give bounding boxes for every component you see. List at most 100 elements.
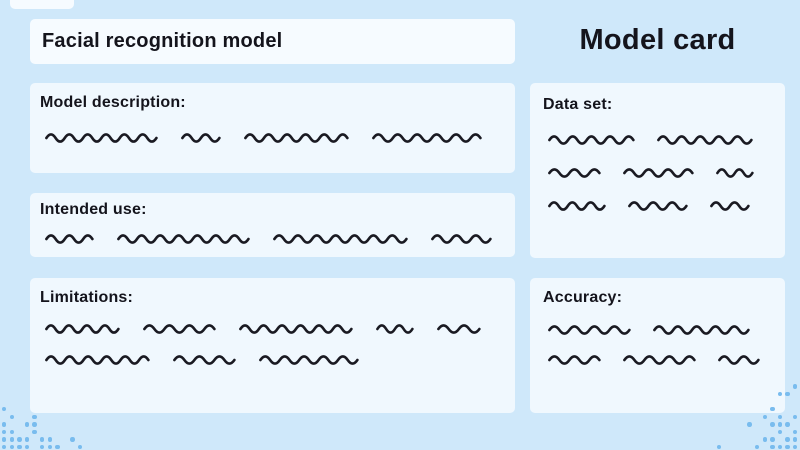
decor-dot <box>785 422 790 427</box>
squiggle-line <box>45 234 94 244</box>
decor-dot <box>777 414 783 419</box>
decor-dot <box>793 384 798 389</box>
decor-dot <box>755 445 760 450</box>
intended-use-label: Intended use: <box>40 201 147 218</box>
squiggle-line <box>716 168 754 178</box>
squiggle-line <box>244 133 349 143</box>
squiggle-line <box>45 355 150 365</box>
decor-dot <box>2 422 7 427</box>
squiggle-row <box>45 323 501 335</box>
decor-dot <box>2 437 7 442</box>
decor-dot <box>2 407 7 412</box>
data-set-label: Data set: <box>543 96 613 113</box>
squiggle-line <box>259 355 359 365</box>
decor-dot <box>9 429 14 435</box>
squiggle-line <box>548 201 606 211</box>
decor-dot <box>9 445 14 450</box>
decor-dot <box>785 445 790 450</box>
decor-dot <box>770 445 775 450</box>
decor-dot <box>762 437 767 442</box>
decor-dot <box>32 422 37 427</box>
squiggle-row <box>45 132 501 144</box>
squiggle-line <box>657 135 753 145</box>
placeholder-text-squiggles <box>543 324 777 366</box>
squiggle-line <box>181 133 221 143</box>
squiggle-line <box>273 234 408 244</box>
model-description-label: Model description: <box>40 94 186 111</box>
squiggle-row <box>45 354 501 366</box>
decor-dot <box>40 445 45 450</box>
squiggle-line <box>372 133 482 143</box>
placeholder-text-squiggles <box>40 233 501 245</box>
squiggle-line <box>718 355 760 365</box>
top-edge-card-fragment <box>10 0 74 9</box>
squiggle-line <box>437 324 481 334</box>
decor-dot <box>770 437 775 442</box>
decor-dot <box>747 422 752 427</box>
decor-dot <box>777 422 783 427</box>
decor-dot <box>47 445 52 450</box>
model-title-card: Facial recognition model <box>30 19 515 64</box>
placeholder-text-squiggles <box>40 132 501 144</box>
decor-dot <box>24 445 30 450</box>
squiggle-line <box>623 168 694 178</box>
decor-dot <box>2 445 7 450</box>
squiggle-row <box>548 134 777 146</box>
decor-dot <box>17 437 22 442</box>
squiggle-line <box>548 355 601 365</box>
decor-dot <box>717 445 722 450</box>
placeholder-text-squiggles <box>543 134 777 212</box>
squiggle-line <box>45 133 158 143</box>
model-title: Facial recognition model <box>42 30 283 52</box>
decor-dot <box>47 437 52 442</box>
squiggle-line <box>623 355 696 365</box>
decor-dot <box>2 429 7 435</box>
decor-dot <box>40 437 45 442</box>
decor-dot <box>78 445 83 450</box>
squiggle-line <box>143 324 216 334</box>
page-title: Model card <box>579 24 736 56</box>
squiggle-line <box>117 234 250 244</box>
squiggle-line <box>710 201 750 211</box>
decor-dot <box>762 414 767 419</box>
decor-dot <box>785 391 790 397</box>
squiggle-line <box>376 324 414 334</box>
decor-dot <box>793 414 798 419</box>
limitations-label: Limitations: <box>40 289 134 306</box>
decor-dot <box>777 445 783 450</box>
section-intended-use: Intended use: <box>30 193 515 257</box>
decor-dot <box>793 445 798 450</box>
decor-dot <box>9 437 14 442</box>
squiggle-row <box>548 354 777 366</box>
decor-dot <box>770 422 775 427</box>
squiggle-row <box>548 200 777 212</box>
squiggle-line <box>45 324 120 334</box>
squiggle-row <box>45 233 501 245</box>
squiggle-line <box>173 355 236 365</box>
decor-dot <box>17 445 22 450</box>
squiggle-line <box>239 324 353 334</box>
section-accuracy: Accuracy: <box>530 278 785 413</box>
section-limitations: Limitations: <box>30 278 515 413</box>
decor-dot <box>9 414 14 419</box>
placeholder-text-squiggles <box>40 323 501 366</box>
section-data-set: Data set: <box>530 83 785 258</box>
squiggle-row <box>548 167 777 179</box>
decor-dot <box>793 437 798 442</box>
squiggle-line <box>548 135 635 145</box>
decor-dot <box>55 445 60 450</box>
decor-dot <box>24 422 30 427</box>
squiggle-line <box>653 325 750 335</box>
decor-dot <box>24 437 30 442</box>
accuracy-label: Accuracy: <box>543 289 623 306</box>
section-model-description: Model description: <box>30 83 515 173</box>
squiggle-row <box>548 324 777 336</box>
squiggle-line <box>548 325 631 335</box>
decor-dot <box>777 429 783 435</box>
decor-dot <box>32 414 37 419</box>
squiggle-line <box>548 168 601 178</box>
squiggle-line <box>431 234 492 244</box>
squiggle-line <box>628 201 688 211</box>
decor-dot <box>785 437 790 442</box>
